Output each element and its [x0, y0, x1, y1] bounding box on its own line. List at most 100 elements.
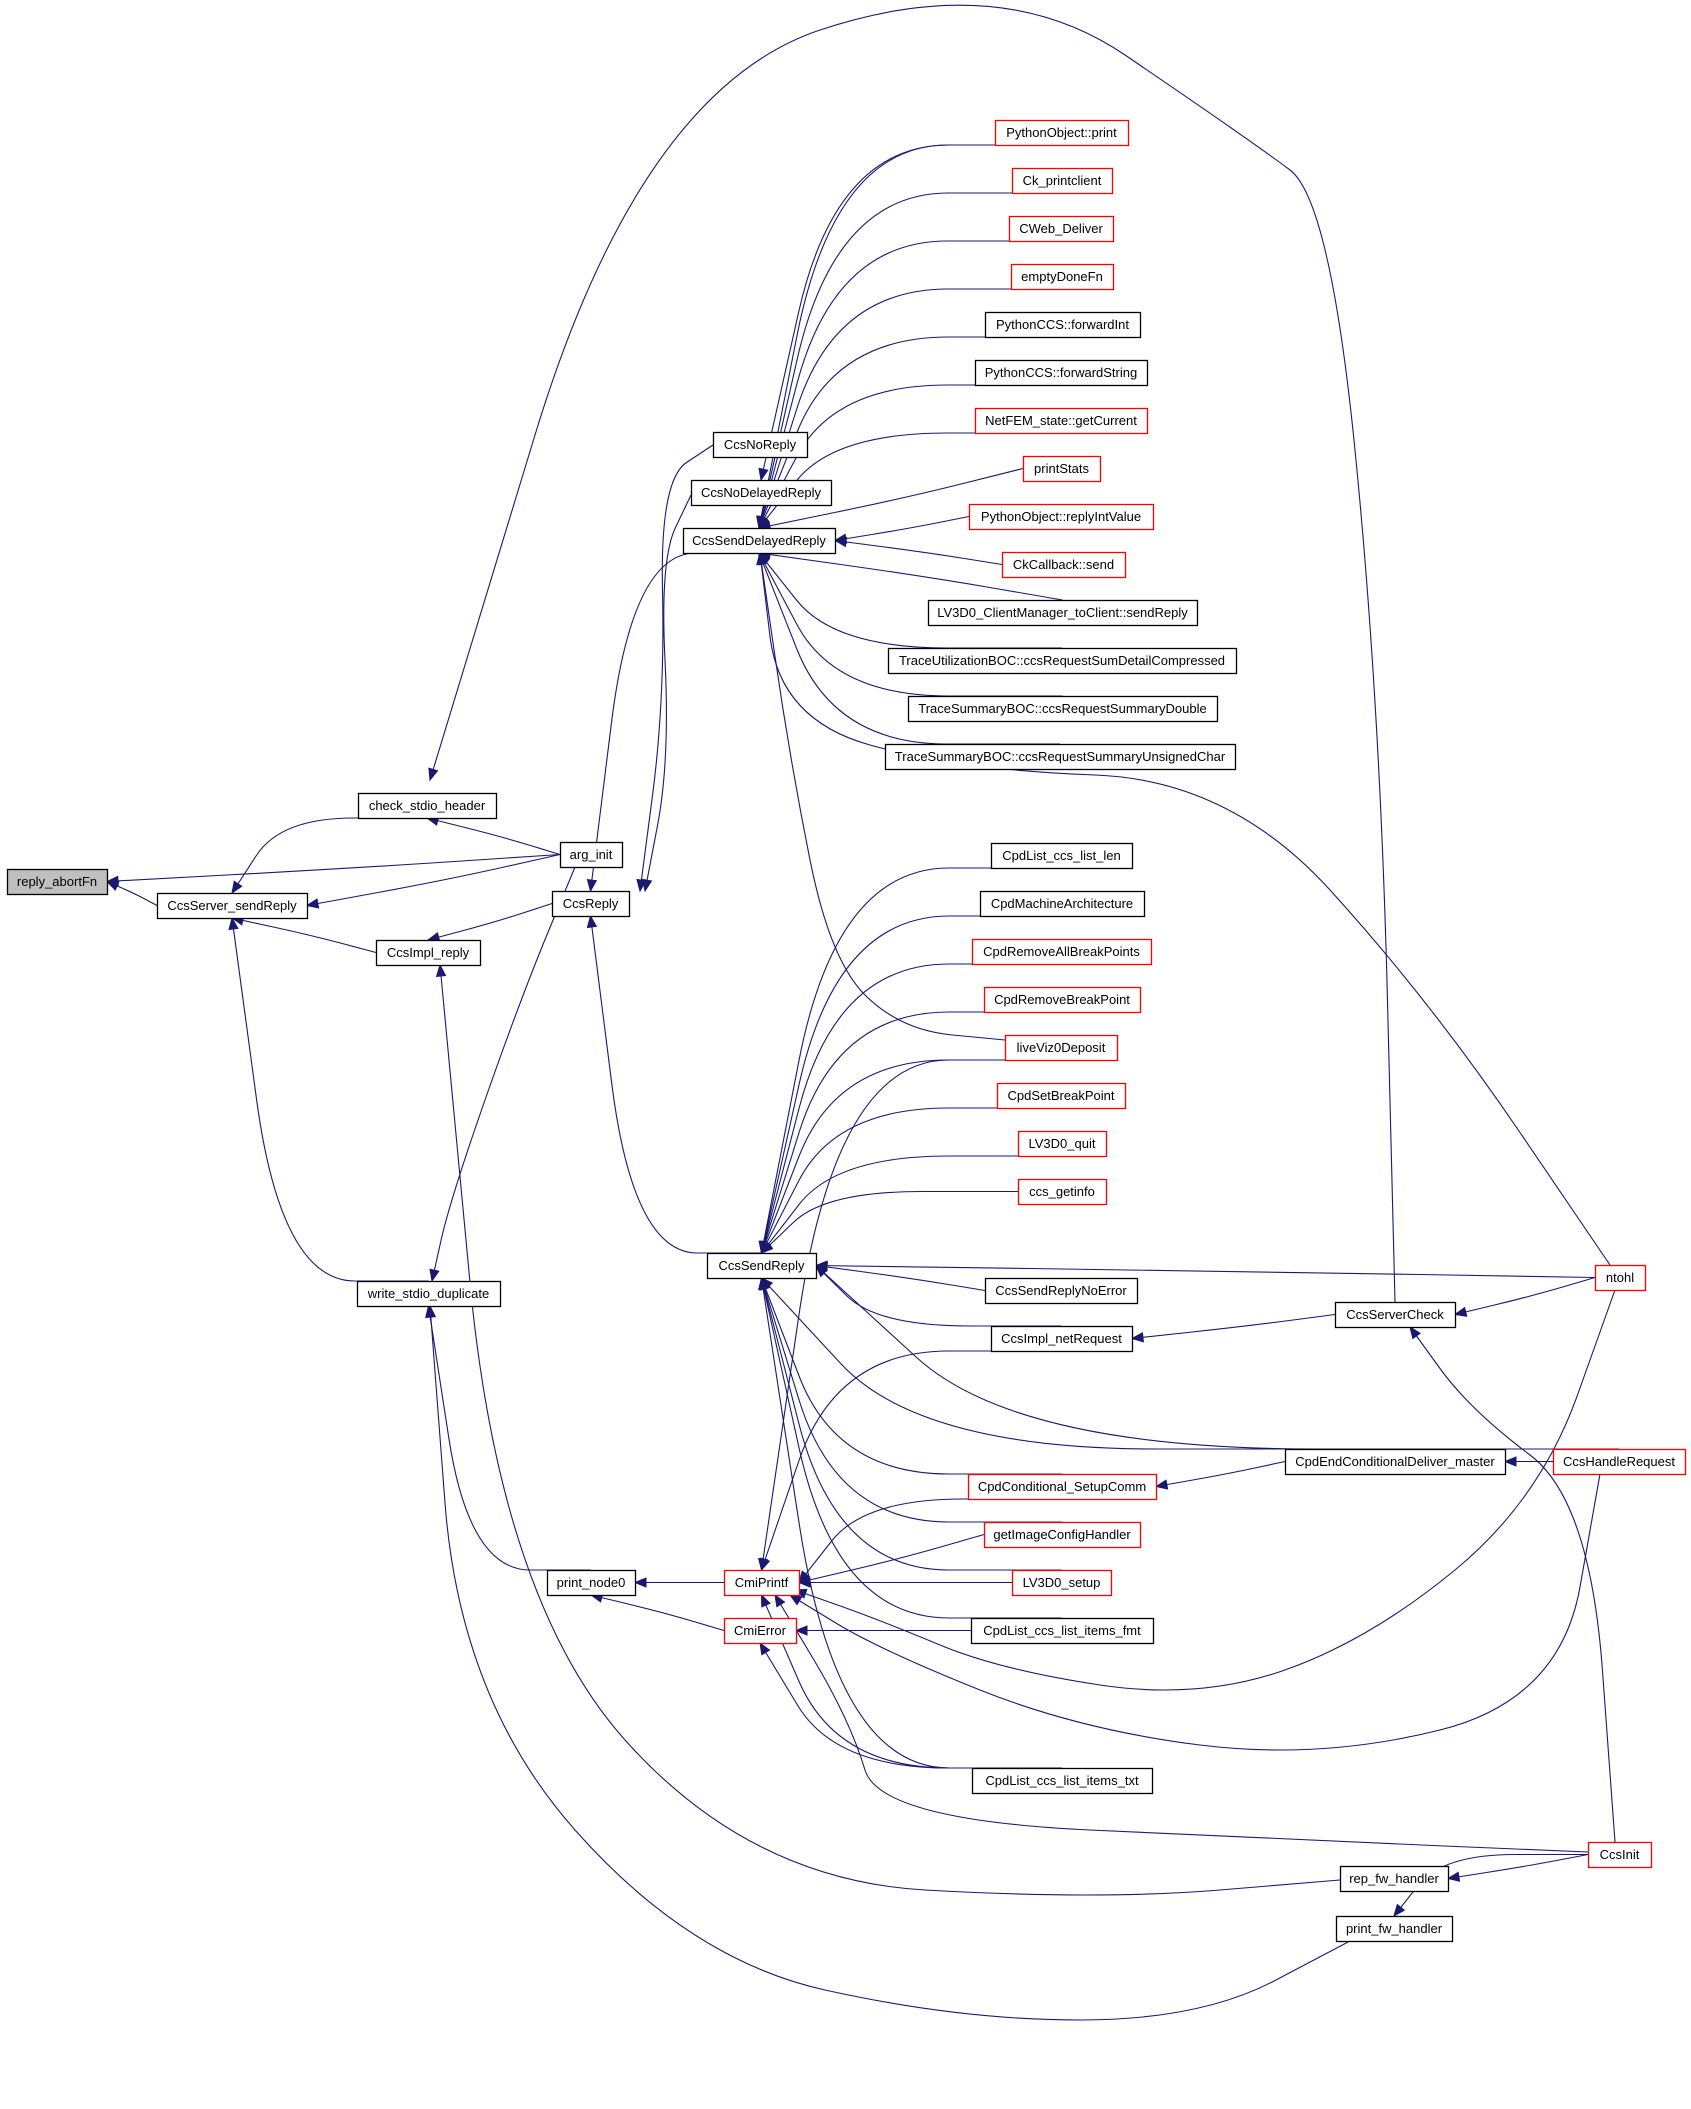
- node-box[interactable]: [979, 890, 1146, 918]
- node-pythonccs-forwardint[interactable]: PythonCCS::forwardInt: [984, 311, 1142, 339]
- node-ccsservercheck[interactable]: CcsServerCheck: [1334, 1301, 1457, 1329]
- node-tracesummary-uchar[interactable]: TraceSummaryBOC::ccsRequestSummaryUnsign…: [884, 743, 1237, 771]
- node-box[interactable]: [356, 1280, 502, 1308]
- node-box[interactable]: [1008, 215, 1115, 243]
- node-ccssendreply[interactable]: CcsSendReply: [706, 1252, 818, 1280]
- node-cpdremovebreakpoint[interactable]: CpdRemoveBreakPoint: [983, 986, 1142, 1014]
- node-ccsreply[interactable]: CcsReply: [551, 890, 631, 918]
- node-print-node0[interactable]: print_node0: [546, 1569, 637, 1597]
- node-box[interactable]: [971, 1767, 1154, 1795]
- node-box[interactable]: [156, 892, 309, 920]
- node-box[interactable]: [971, 938, 1153, 966]
- node-box[interactable]: [706, 1252, 818, 1280]
- node-box[interactable]: [551, 890, 631, 918]
- node-printstats[interactable]: printStats: [1022, 455, 1102, 483]
- node-box[interactable]: [375, 939, 482, 967]
- node-box[interactable]: [1017, 1130, 1108, 1158]
- node-box[interactable]: [968, 503, 1155, 531]
- node-getimageconfighandler[interactable]: getImageConfigHandler: [983, 1521, 1142, 1549]
- node-box[interactable]: [1004, 1034, 1119, 1062]
- node-ccsserver-sendreply[interactable]: CcsServer_sendReply: [156, 892, 309, 920]
- node-ccshandlerequest[interactable]: CcsHandleRequest: [1552, 1448, 1687, 1476]
- node-ntohl[interactable]: ntohl: [1594, 1264, 1647, 1292]
- node-box[interactable]: [1011, 167, 1114, 195]
- node-ccsnoreply[interactable]: CcsNoReply: [712, 431, 809, 459]
- node-ck-printclient[interactable]: Ck_printclient: [1011, 167, 1114, 195]
- node-box[interactable]: [983, 986, 1142, 1014]
- node-box[interactable]: [1284, 1448, 1507, 1476]
- node-emptydonefn[interactable]: emptyDoneFn: [1010, 263, 1115, 291]
- node-cpdendconditionaldeliver-master[interactable]: CpdEndConditionalDeliver_master: [1284, 1448, 1507, 1476]
- node-box[interactable]: [6, 868, 109, 896]
- node-cpdconditional-setupcomm[interactable]: CpdConditional_SetupComm: [967, 1473, 1158, 1501]
- node-ckcallback-send[interactable]: CkCallback::send: [1001, 551, 1127, 579]
- node-box[interactable]: [983, 1521, 1142, 1549]
- node-box[interactable]: [1594, 1264, 1647, 1292]
- node-netfem-state-getcurrent[interactable]: NetFEM_state::getCurrent: [974, 407, 1149, 435]
- node-ccs-getinfo[interactable]: ccs_getinfo: [1017, 1178, 1108, 1206]
- node-box[interactable]: [884, 743, 1237, 771]
- node-box[interactable]: [1010, 263, 1115, 291]
- node-box[interactable]: [994, 119, 1130, 147]
- node-ccsnodelayedreply[interactable]: CcsNoDelayedReply: [690, 479, 833, 507]
- node-lv3d0-setup[interactable]: LV3D0_setup: [1011, 1569, 1113, 1597]
- node-box[interactable]: [974, 407, 1149, 435]
- node-box[interactable]: [1022, 455, 1102, 483]
- node-box[interactable]: [990, 842, 1134, 870]
- node-box[interactable]: [984, 1277, 1139, 1305]
- node-cpdsetbreakpoint[interactable]: CpdSetBreakPoint: [996, 1082, 1127, 1110]
- node-liveviz0deposit[interactable]: liveViz0Deposit: [1004, 1034, 1119, 1062]
- node-cpdremoveallbreakpoints[interactable]: CpdRemoveAllBreakPoints: [971, 938, 1153, 966]
- node-write-stdio-duplicate[interactable]: write_stdio_duplicate: [356, 1280, 502, 1308]
- node-cpdlist-items-txt[interactable]: CpdList_ccs_list_items_txt: [971, 1767, 1154, 1795]
- node-cpdlist-ccs-list-len[interactable]: CpdList_ccs_list_len: [990, 842, 1134, 870]
- node-box[interactable]: [970, 1617, 1155, 1645]
- node-box[interactable]: [1587, 1841, 1653, 1869]
- node-ccsimpl-reply[interactable]: CcsImpl_reply: [375, 939, 482, 967]
- node-box[interactable]: [996, 1082, 1127, 1110]
- node-box[interactable]: [967, 1473, 1158, 1501]
- node-box[interactable]: [546, 1569, 637, 1597]
- node-box[interactable]: [723, 1617, 798, 1645]
- node-traceutil-sumdetail[interactable]: TraceUtilizationBOC::ccsRequestSumDetail…: [887, 647, 1238, 675]
- node-box[interactable]: [974, 359, 1149, 387]
- node-ccsimpl-netrequest[interactable]: CcsImpl_netRequest: [990, 1325, 1134, 1353]
- node-cmierror[interactable]: CmiError: [723, 1617, 798, 1645]
- node-box[interactable]: [1339, 1865, 1450, 1893]
- node-box[interactable]: [690, 479, 833, 507]
- node-lv3d0-quit[interactable]: LV3D0_quit: [1017, 1130, 1108, 1158]
- node-box[interactable]: [1001, 551, 1127, 579]
- node-box[interactable]: [1335, 1915, 1454, 1943]
- node-check-stdio-header[interactable]: check_stdio_header: [357, 792, 498, 820]
- node-box[interactable]: [357, 792, 498, 820]
- node-ccsinit[interactable]: CcsInit: [1587, 1841, 1653, 1869]
- node-cpdmachinearchitecture[interactable]: CpdMachineArchitecture: [979, 890, 1146, 918]
- node-box[interactable]: [984, 311, 1142, 339]
- node-pythonobject-print[interactable]: PythonObject::print: [994, 119, 1130, 147]
- node-print-fw-handler[interactable]: print_fw_handler: [1335, 1915, 1454, 1943]
- node-cmiprintf[interactable]: CmiPrintf: [723, 1569, 801, 1597]
- node-arg-init[interactable]: arg_init: [559, 841, 624, 869]
- node-lv3d0-sendreply[interactable]: LV3D0_ClientManager_toClient::sendReply: [927, 599, 1199, 627]
- node-pythonobject-replyintvalue[interactable]: PythonObject::replyIntValue: [968, 503, 1155, 531]
- node-box[interactable]: [1011, 1569, 1113, 1597]
- node-box[interactable]: [1017, 1178, 1108, 1206]
- node-box[interactable]: [927, 599, 1199, 627]
- node-box[interactable]: [887, 647, 1238, 675]
- node-rep-fw-handler[interactable]: rep_fw_handler: [1339, 1865, 1450, 1893]
- node-box[interactable]: [1334, 1301, 1457, 1329]
- node-box[interactable]: [1552, 1448, 1687, 1476]
- node-cweb-deliver[interactable]: CWeb_Deliver: [1008, 215, 1115, 243]
- node-box[interactable]: [723, 1569, 801, 1597]
- node-reply-abortfn[interactable]: reply_abortFn: [6, 868, 109, 896]
- node-cpdlist-items-fmt[interactable]: CpdList_ccs_list_items_fmt: [970, 1617, 1155, 1645]
- node-box[interactable]: [990, 1325, 1134, 1353]
- node-box[interactable]: [559, 841, 624, 869]
- node-box[interactable]: [907, 695, 1219, 723]
- node-box[interactable]: [682, 527, 837, 555]
- node-tracesummary-double[interactable]: TraceSummaryBOC::ccsRequestSummaryDouble: [907, 695, 1219, 723]
- node-ccssendreplynoerror[interactable]: CcsSendReplyNoError: [984, 1277, 1139, 1305]
- node-box[interactable]: [712, 431, 809, 459]
- node-pythonccs-forwardstring[interactable]: PythonCCS::forwardString: [974, 359, 1149, 387]
- node-ccssenddelayedreply[interactable]: CcsSendDelayedReply: [682, 527, 837, 555]
